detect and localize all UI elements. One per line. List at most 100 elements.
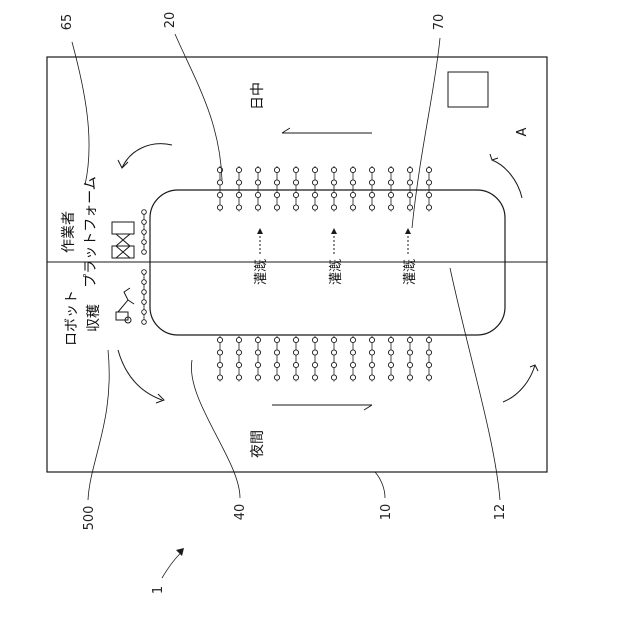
plant-bottom-plant — [350, 362, 355, 367]
plant-bottom-plant — [293, 337, 298, 342]
plant-bottom-plant — [236, 362, 241, 367]
plant-top-plant — [312, 205, 317, 210]
plant-bottom-plant — [312, 375, 317, 380]
plant-top-plant — [274, 167, 279, 172]
plant-bottom-plant — [236, 350, 241, 355]
plant-bottom-plant — [255, 375, 260, 380]
edge-chain-top-node — [142, 230, 147, 235]
plant-bottom-plant — [388, 362, 393, 367]
plant-bottom-plant — [426, 375, 431, 380]
plant-bottom-plant — [388, 375, 393, 380]
plant-rows-top — [217, 166, 431, 212]
plant-top-plant — [255, 205, 260, 210]
plant-bottom-plant — [312, 337, 317, 342]
plant-top-plant — [331, 180, 336, 185]
curved-arrow-top-right — [490, 154, 522, 198]
label-robot-storage-line1: ロボット — [64, 290, 80, 346]
plant-top-plant — [217, 205, 222, 210]
plant-bottom-plant — [236, 375, 241, 380]
edge-chain-bottom-node — [142, 280, 147, 285]
plant-top-plant — [350, 205, 355, 210]
greenhouse-outline — [47, 57, 547, 472]
plant-top-plant — [331, 167, 336, 172]
plant-bottom-plant — [369, 362, 374, 367]
plant-top-plant — [274, 180, 279, 185]
plant-bottom-plant — [369, 375, 374, 380]
plant-top-plant — [426, 180, 431, 185]
plant-top-plant — [236, 167, 241, 172]
label-irrigation-2: 灌漑 — [329, 259, 344, 285]
plant-bottom-plant — [312, 350, 317, 355]
plant-bottom-plant — [426, 350, 431, 355]
plant-top-plant — [293, 205, 298, 210]
plant-top-plant — [274, 192, 279, 197]
plant-bottom-plant — [274, 362, 279, 367]
plant-top-plant — [407, 205, 412, 210]
edge-chain-bottom-node — [142, 320, 147, 325]
plant-top-plant — [369, 192, 374, 197]
plant-bottom-plant — [217, 375, 222, 380]
plant-top-plant — [407, 167, 412, 172]
plant-top-plant — [312, 180, 317, 185]
plant-bottom-plant — [217, 362, 222, 367]
plant-top-plant — [426, 192, 431, 197]
plant-bottom-plant — [312, 362, 317, 367]
plant-bottom-plant — [331, 337, 336, 342]
plant-bottom-plant — [369, 337, 374, 342]
label-work-platform-line2: プラットフォーム — [83, 176, 99, 288]
equipment-box — [448, 72, 488, 107]
plant-bottom-plant — [388, 350, 393, 355]
plant-top-plant — [350, 167, 355, 172]
ref-70: 70 — [432, 14, 447, 31]
plant-bottom-plant — [426, 362, 431, 367]
plant-bottom-plant — [407, 362, 412, 367]
plant-bottom-plant — [255, 350, 260, 355]
label-irrigation-3: 灌漑 — [403, 259, 418, 285]
label-region-a: A — [515, 127, 530, 136]
plant-bottom-plant — [331, 350, 336, 355]
plant-bottom-plant — [293, 375, 298, 380]
label-work-platform-line1: 作業者 — [61, 211, 77, 253]
edge-chain-bottom-node — [142, 310, 147, 315]
plant-bottom-plant — [369, 350, 374, 355]
ref-12: 12 — [493, 504, 508, 521]
plant-top-plant — [388, 167, 393, 172]
ref-20: 20 — [163, 12, 178, 29]
plant-top-plant — [236, 180, 241, 185]
irrigation-arrows — [257, 228, 411, 254]
plant-bottom-plant — [274, 350, 279, 355]
plant-bottom-plant — [331, 362, 336, 367]
ref-40: 40 — [233, 504, 248, 521]
plant-bottom-plant — [407, 350, 412, 355]
plant-top-plant — [293, 192, 298, 197]
plant-top-plant — [388, 205, 393, 210]
label-daytime: 日中 — [250, 82, 266, 110]
plant-top-plant — [293, 180, 298, 185]
plant-bottom-plant — [350, 350, 355, 355]
label-irrigation-1: 灌漑 — [254, 259, 269, 285]
plant-bottom-plant — [217, 337, 222, 342]
plant-bottom-plant — [255, 362, 260, 367]
plant-top-plant — [369, 205, 374, 210]
plant-bottom-plant — [331, 375, 336, 380]
plant-top-plant — [407, 180, 412, 185]
plant-top-plant — [331, 205, 336, 210]
edge-chain-bottom-node — [142, 290, 147, 295]
plant-bottom-plant — [350, 337, 355, 342]
label-robot-storage-line2: 収穫 — [86, 304, 102, 332]
edge-chain-bottom-node — [142, 270, 147, 275]
direction-arrow-top — [282, 128, 372, 133]
leader-lines — [72, 34, 500, 578]
robot-arm-symbol — [116, 288, 134, 323]
plant-top-plant — [312, 167, 317, 172]
plant-top-plant — [350, 180, 355, 185]
plant-top-plant — [217, 192, 222, 197]
ref-10: 10 — [379, 504, 394, 521]
plant-top-plant — [236, 205, 241, 210]
plant-top-plant — [388, 192, 393, 197]
edge-chain-bottom — [142, 270, 147, 325]
plant-top-plant — [388, 180, 393, 185]
plant-bottom-plant — [293, 362, 298, 367]
plant-top-plant — [255, 167, 260, 172]
plant-bottom-plant — [255, 337, 260, 342]
